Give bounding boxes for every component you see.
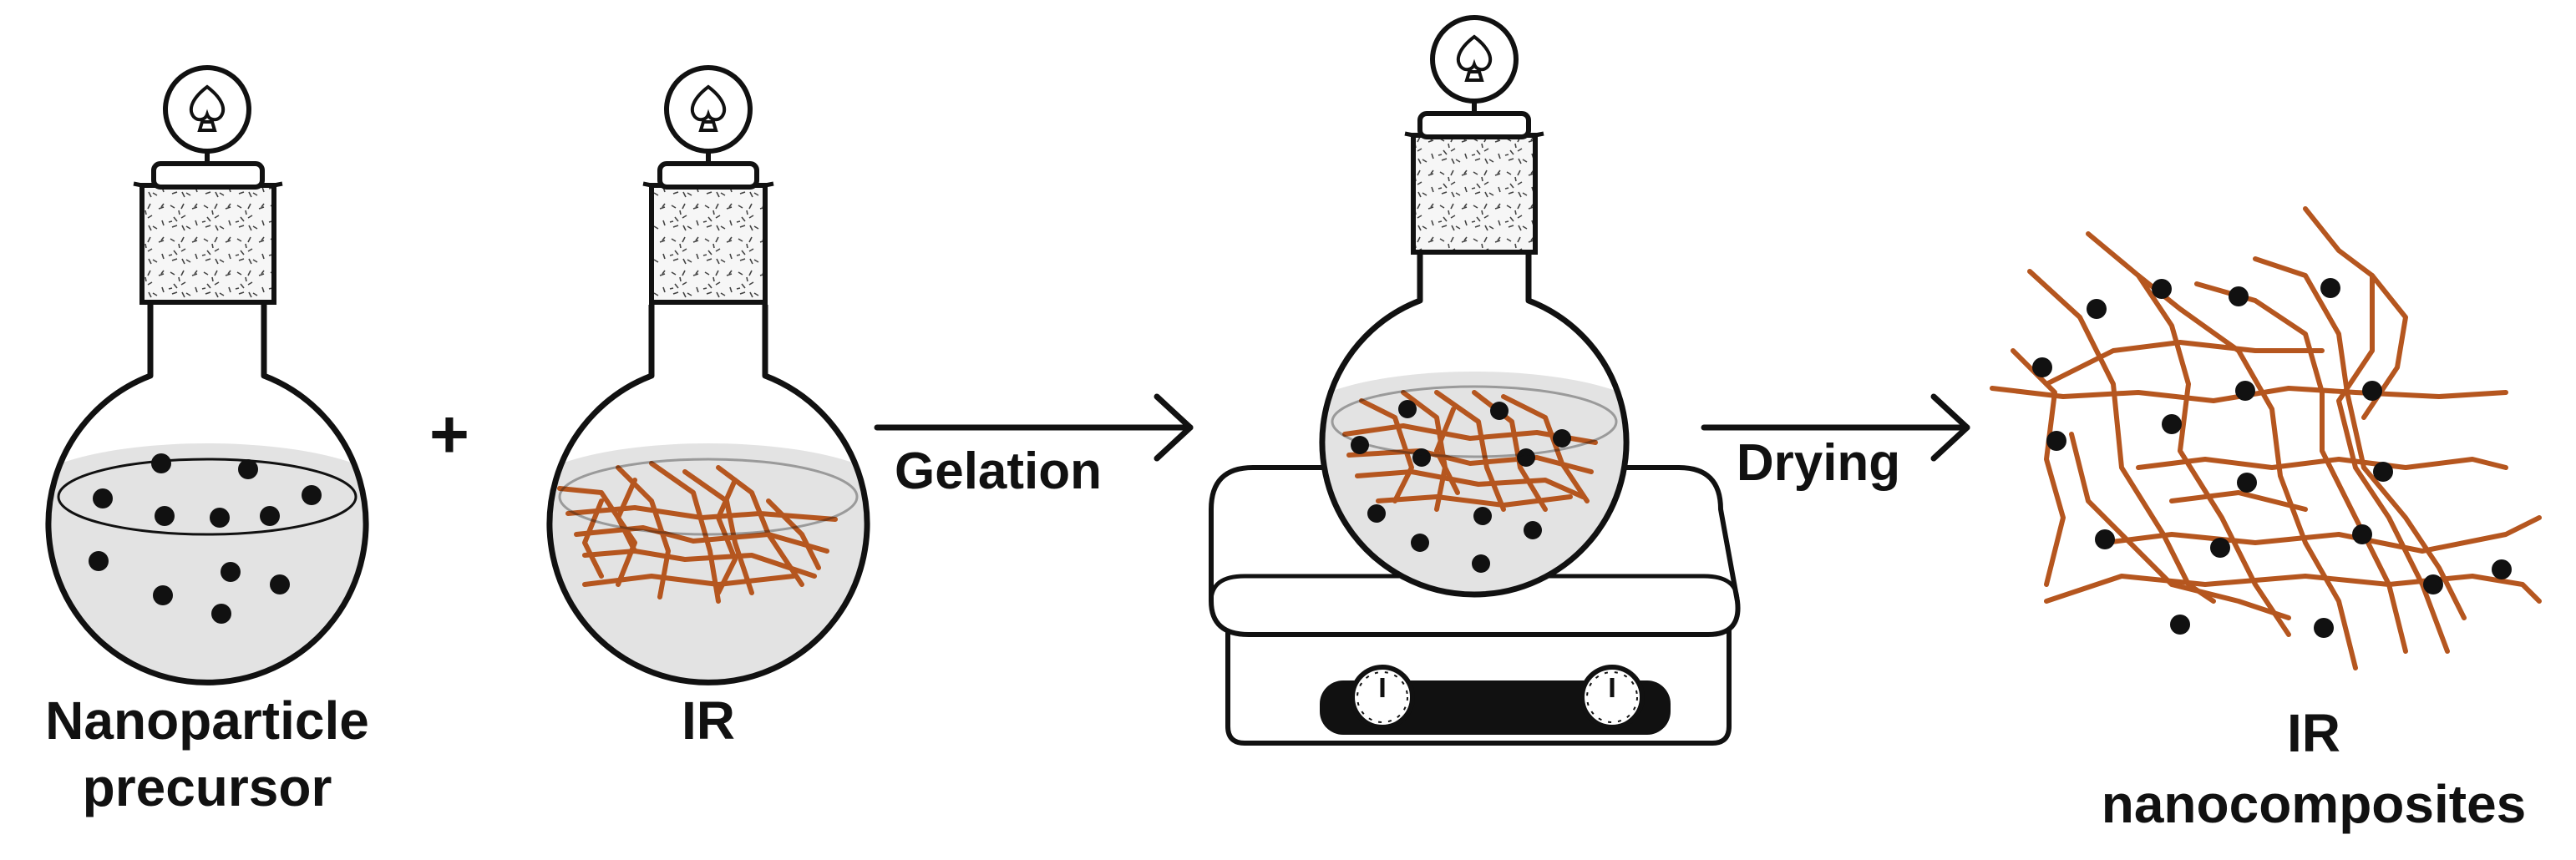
composite-fibers bbox=[1990, 206, 2542, 670]
label-ir-nanocomposites-line1: IR bbox=[2287, 703, 2340, 763]
gel-nanoparticles bbox=[1351, 400, 1571, 573]
step-label-gelation: Gelation bbox=[895, 443, 1102, 500]
label-nanoparticle-precursor-line2: precursor bbox=[83, 757, 332, 817]
step-label-drying: Drying bbox=[1737, 434, 1900, 492]
label-ir-nanocomposites-line2: nanocomposites bbox=[2102, 774, 2527, 834]
ir-fibers bbox=[557, 461, 838, 604]
flask-gelation bbox=[1319, 15, 1630, 598]
label-ir: IR bbox=[682, 691, 735, 751]
arrow-drying bbox=[1701, 393, 1970, 462]
ir-nanocomposite-network bbox=[1990, 206, 2542, 670]
plus-sign: + bbox=[429, 397, 469, 473]
composite-nanoparticles bbox=[2032, 278, 2512, 638]
flask-nanoparticle-precursor bbox=[45, 65, 369, 685]
flask-ir bbox=[546, 65, 870, 685]
arrow-gelation bbox=[874, 393, 1194, 462]
nanoparticles bbox=[89, 453, 322, 624]
label-nanoparticle-precursor-line1: Nanoparticle bbox=[45, 691, 369, 751]
